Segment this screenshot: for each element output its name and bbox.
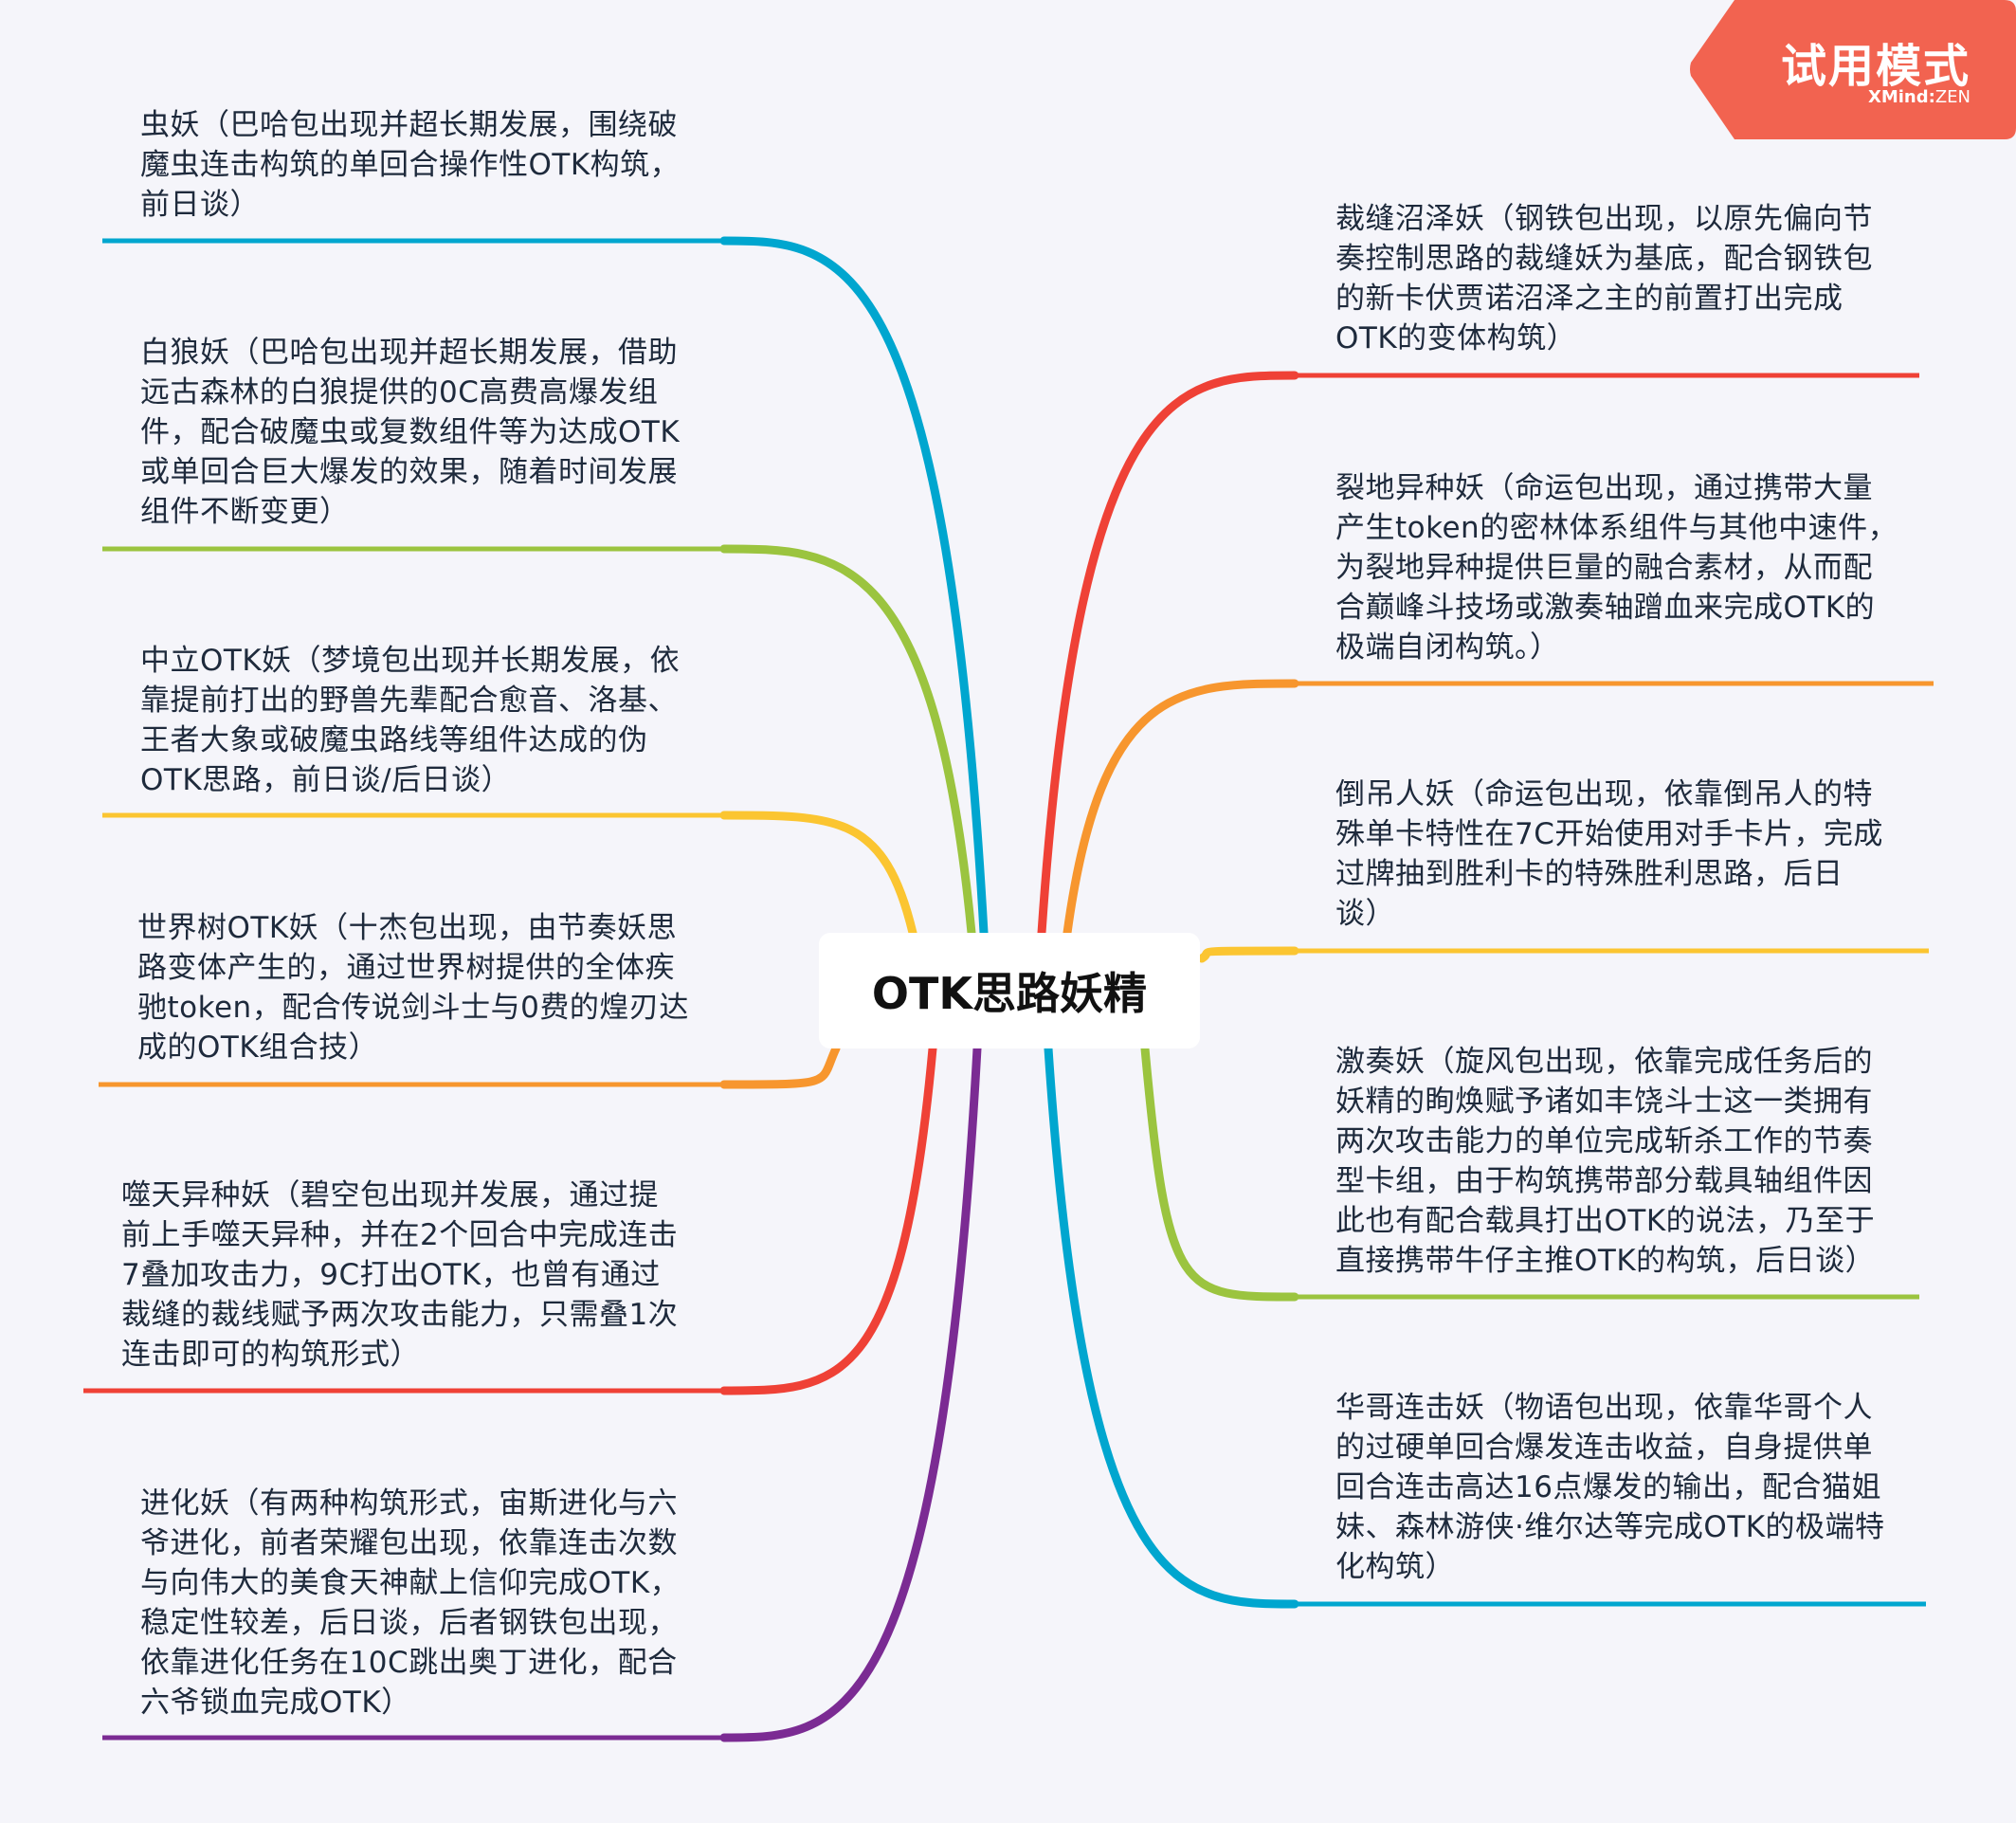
topic-text-line: 白狼妖（巴哈包出现并超长期发展，借助 xyxy=(140,336,678,370)
xmind-logo-text: XMind:ZEN xyxy=(1867,87,1971,107)
left-topic-5[interactable]: 进化妖（有两种构筑形式，宙斯进化与六爷进化，前者荣耀包出现，依靠连击次数与向伟大… xyxy=(140,1484,680,1723)
right-topic-3[interactable]: 激奏妖（旋风包出现，依靠完成任务后的妖精的眴焕赋予诸如丰饶斗士这一类拥有两次攻击… xyxy=(1335,1042,1875,1281)
topic-text-line: 奏控制思路的裁缝妖为基底，配合钢铁包 xyxy=(1335,242,1873,276)
topic-text-line: 件，配合破魔虫或复数组件等为达成OTK xyxy=(140,415,681,449)
topic-text-line: 稳定性较差，后日谈，后者钢铁包出现， xyxy=(140,1606,678,1640)
left-branch-curve xyxy=(719,236,989,938)
topic-text-line: 裁缝的裁线赋予两次攻击能力，只需叠1次 xyxy=(121,1298,679,1332)
topic-text-line: 回合连击高达16点爆发的输出，配合猫姐 xyxy=(1335,1470,1881,1504)
left-branch-curve xyxy=(719,1044,841,1089)
topic-text-line: 组件不断变更） xyxy=(140,495,350,529)
left-branch-curve xyxy=(719,811,917,938)
topic-text-line: 此也有配合载具打出OTK的说法，乃至于 xyxy=(1335,1204,1876,1238)
right-branch-curve xyxy=(1044,1044,1299,1609)
topic-text-line: OTK思路，前日谈/后日谈） xyxy=(140,763,512,797)
topic-text-line: 虫妖（巴哈包出现并超长期发展，围绕破 xyxy=(140,108,678,142)
right-topic-2[interactable]: 倒吊人妖（命运包出现，依靠倒吊人的特殊单卡特性在7C开始使用对手卡片，完成过牌抽… xyxy=(1335,775,1883,934)
topic-text-line: 依靠进化任务在10C跳出奥丁进化，配合 xyxy=(140,1646,678,1680)
topic-text-line: 妖精的眴焕赋予诸如丰饶斗士这一类拥有 xyxy=(1335,1085,1873,1119)
topic-text-line: 倒吊人妖（命运包出现，依靠倒吊人的特 xyxy=(1335,777,1873,811)
topic-text-line: OTK的变体构筑） xyxy=(1335,321,1577,355)
topic-text-line: 过牌抽到胜利卡的特殊胜利思路，后日 xyxy=(1335,857,1843,891)
left-topic-0[interactable]: 虫妖（巴哈包出现并超长期发展，围绕破魔虫连击构筑的单回合操作性OTK构筑， 前日谈… xyxy=(140,105,680,225)
topic-text-line: 进化妖（有两种构筑形式，宙斯进化与六 xyxy=(140,1486,678,1521)
topic-text-line: 连击即可的构筑形式） xyxy=(121,1338,420,1372)
topic-text-line: 裂地异种妖（命运包出现，通过携带大量 xyxy=(1335,471,1873,505)
topic-text-line: 极端自闭构筑。） xyxy=(1335,630,1560,665)
topic-text-line: 妹、森林游侠·维尔达等完成OTK的极端特 xyxy=(1335,1510,1885,1544)
topic-text-line: 两次攻击能力的单位完成斩杀工作的节奏 xyxy=(1335,1124,1873,1158)
topic-text-line: 前日谈） xyxy=(140,188,260,222)
left-branch-curve xyxy=(719,1044,982,1742)
topic-text-line: 的过硬单回合爆发连击收益，自身提供单 xyxy=(1335,1431,1873,1465)
topic-text-line: 驰token，配合传说剑斗士与0费的煌刃达 xyxy=(137,991,689,1025)
topic-text-line: 靠提前打出的野兽先辈配合愈音、洛基、 xyxy=(140,684,678,718)
badge-shape xyxy=(1690,0,2016,139)
badge-title: 试用模式 xyxy=(1780,40,1971,93)
right-branch-curve xyxy=(1037,371,1299,938)
right-topic-4[interactable]: 华哥连击妖（物语包出现，依靠华哥个人的过硬单回合爆发连击收益，自身提供单回合连击… xyxy=(1335,1388,1885,1587)
topic-text-line: 型卡组，由于构筑携带部分载具轴组件因 xyxy=(1335,1164,1873,1198)
topic-text-line: 化构筑） xyxy=(1335,1550,1455,1584)
central-topic-label: OTK思路妖精 xyxy=(871,968,1148,1019)
topic-text-line: 激奏妖（旋风包出现，依靠完成任务后的 xyxy=(1335,1045,1873,1079)
left-topic-3[interactable]: 世界树OTK妖（十杰包出现，由节奏妖思路变体产生的，通过世界树提供的全体疾驰to… xyxy=(137,908,689,1067)
topic-text-line: 裁缝沼泽妖（钢铁包出现，以原先偏向节 xyxy=(1335,202,1873,236)
topic-text-line: 王者大象或破魔虫路线等组件达成的伪 xyxy=(140,723,648,757)
topic-text-line: 华哥连击妖（物语包出现，依靠华哥个人 xyxy=(1335,1391,1873,1425)
right-branch-curve xyxy=(1197,946,1299,963)
right-topic-1[interactable]: 裂地异种妖（命运包出现，通过携带大量产生token的密林体系组件与其他中速件， 为… xyxy=(1335,468,1898,667)
topic-text-line: 殊单卡特性在7C开始使用对手卡片，完成 xyxy=(1335,817,1883,851)
topic-text-line: 世界树OTK妖（十杰包出现，由节奏妖思 xyxy=(137,911,678,945)
topic-text-line: 魔虫连击构筑的单回合操作性OTK构筑， xyxy=(140,148,681,182)
topic-text-line: 爷进化，前者荣耀包出现，依靠连击次数 xyxy=(140,1526,678,1560)
topic-text-line: 的新卡伏贾诺沼泽之主的前置打出完成 xyxy=(1335,282,1843,316)
left-topic-1[interactable]: 白狼妖（巴哈包出现并超长期发展，借助远古森林的白狼提供的0C高费高爆发组件，配合… xyxy=(140,333,680,532)
right-branch-curve xyxy=(1140,1044,1299,1302)
topic-text-line: 远古森林的白狼提供的0C高费高爆发组 xyxy=(140,375,659,410)
right-branch-curve xyxy=(1062,679,1299,938)
topic-text-line: 中立OTK妖（梦境包出现并长期发展，依 xyxy=(140,644,681,678)
topic-text-line: 路变体产生的，通过世界树提供的全体疾 xyxy=(137,951,675,985)
topic-text-line: 7叠加攻击力，9C打出OTK，也曾有通过 xyxy=(121,1258,661,1292)
topic-text-line: 直接携带牛仔主推OTK的构筑，后日谈） xyxy=(1335,1244,1876,1278)
topic-text-line: 或单回合巨大爆发的效果，随着时间发展 xyxy=(140,455,678,489)
topic-text-line: 噬天异种妖（碧空包出现并发展，通过提 xyxy=(121,1178,659,1212)
right-topic-0[interactable]: 裁缝沼泽妖（钢铁包出现，以原先偏向节奏控制思路的裁缝妖为基底，配合钢铁包的新卡伏… xyxy=(1335,199,1873,358)
topic-text-line: 谈） xyxy=(1335,897,1395,931)
left-topic-4[interactable]: 噬天异种妖（碧空包出现并发展，通过提前上手噬天异种，并在2个回合中完成连击 7叠加… xyxy=(121,1176,678,1375)
topic-text-line: 合巅峰斗技场或激奏轴蹭血来完成OTK的 xyxy=(1335,591,1876,625)
central-topic[interactable]: OTK思路妖精 xyxy=(819,933,1200,1048)
topic-text-line: 为裂地异种提供巨量的融合素材，从而配 xyxy=(1335,551,1873,585)
topic-text-line: 产生token的密林体系组件与其他中速件， xyxy=(1335,511,1898,545)
topic-text-line: 六爷锁血完成OTK） xyxy=(140,1686,411,1720)
topic-text-line: 前上手噬天异种，并在2个回合中完成连击 xyxy=(121,1218,679,1252)
left-topic-2[interactable]: 中立OTK妖（梦境包出现并长期发展，依靠提前打出的野兽先辈配合愈音、洛基、王者大… xyxy=(140,641,680,800)
left-branch-curve xyxy=(719,1044,937,1395)
topic-text-line: 与向伟大的美食天神献上信仰完成OTK， xyxy=(140,1566,681,1600)
topic-text-line: 成的OTK组合技） xyxy=(137,1030,379,1065)
trial-mode-badge[interactable]: 试用模式 XMind:ZEN xyxy=(1689,0,2016,139)
left-branch-curve xyxy=(719,544,976,938)
